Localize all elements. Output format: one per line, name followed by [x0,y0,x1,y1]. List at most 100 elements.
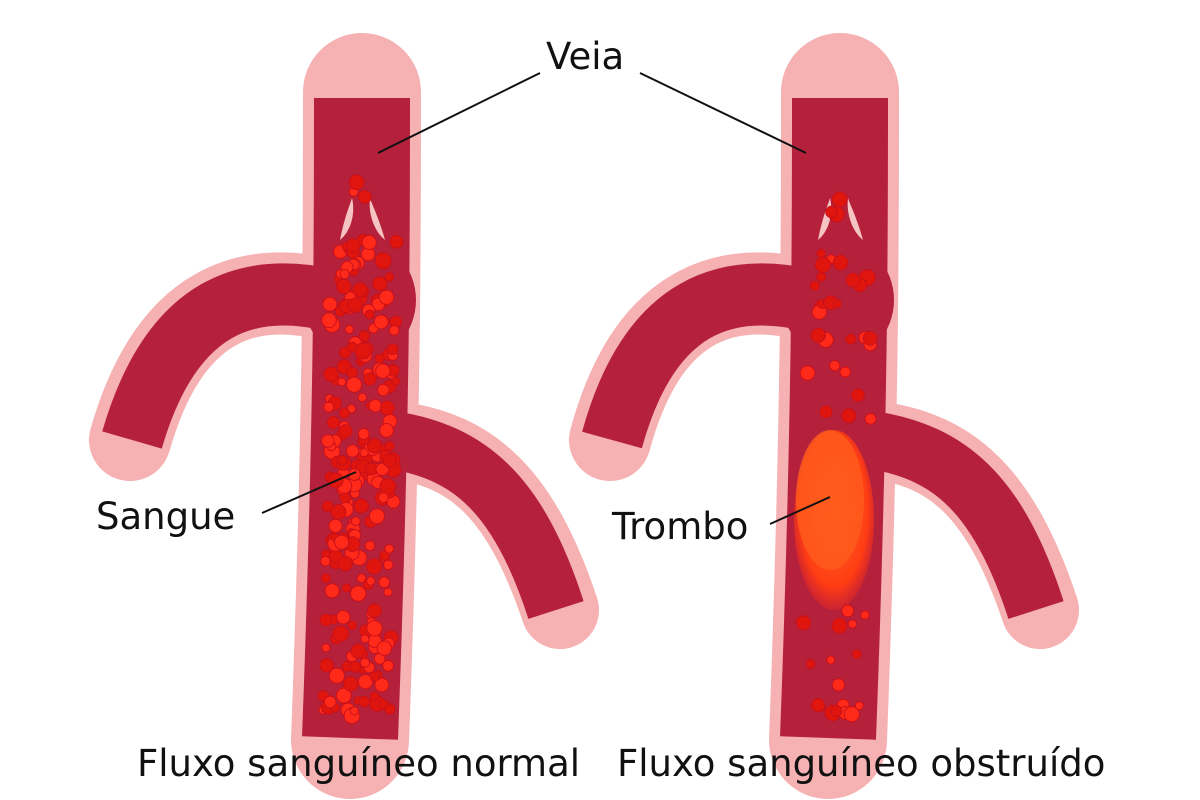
blood-cell [367,603,382,618]
blood-cell [359,448,369,458]
right-branch [866,411,1064,620]
blood-cell [326,415,340,430]
blood-cell [363,372,377,386]
blood-cell [319,613,333,627]
caption-normal-flow: Fluxo sanguíneo normal [137,742,581,785]
blood-cell [367,438,383,454]
blood-cell [809,280,821,291]
blood-cell [832,254,849,271]
vein-obstructed [569,33,1079,799]
blood-cell [350,643,366,659]
blood-cell [330,504,347,520]
blood-cell [321,643,331,653]
blood-cell [336,278,352,295]
blood-cell [364,309,375,320]
blood-cell [337,377,347,387]
blood-cell [382,659,395,672]
blood-cell [338,407,350,419]
blood-cell [805,659,816,669]
blood-cell [864,412,877,425]
blood-cell [357,427,370,440]
blood-cell [795,615,812,631]
blood-cell [378,492,389,504]
label-sangue: Sangue [96,495,236,538]
blood-cell [320,573,331,584]
blood-cell [336,610,351,625]
blood-cell [384,272,395,282]
blood-cell [369,691,380,701]
blood-cell [845,272,861,288]
valve-flap [340,198,354,240]
blood-cell [356,573,367,583]
blood-cell [379,478,397,495]
blood-cell [816,271,827,282]
blood-cell [335,687,352,704]
blood-cell [832,299,842,309]
blood-cell [334,534,350,550]
blood-cell [854,701,864,711]
blood-cell [860,610,870,620]
blood-cell [843,706,860,723]
blood-cell [359,657,371,668]
blood-cell [829,360,841,372]
valve-flap [847,198,863,240]
veia-pointer-right [639,72,807,154]
blood-cells-normal [317,174,404,725]
blood-cell [321,434,335,448]
blood-cell [336,454,348,466]
blood-cell [358,330,371,342]
blood-cell [323,695,337,709]
blood-cell [389,234,404,249]
blood-cell [320,555,331,567]
blood-cell [361,234,377,250]
blood-cell [384,703,396,715]
blood-cell [799,365,816,381]
blood-cell [816,248,826,259]
blood-cell [366,558,383,575]
blood-cell [825,205,838,219]
blood-cell [839,366,852,378]
blood-cell [357,674,374,690]
blood-cell [346,376,363,393]
blood-cell [345,444,360,458]
blood-cell [348,174,365,191]
blood-cell [386,343,399,356]
left-branch [102,263,337,450]
blood-cell [360,634,370,644]
blood-cell [819,405,833,419]
blood-cell [377,383,390,397]
blood-cell [332,625,349,643]
blood-cell [321,312,337,329]
blood-cell [347,620,358,631]
blood-cell [388,325,400,336]
blood-cell [353,498,369,514]
blood-cell [368,508,386,525]
blood-cell [378,576,391,589]
blood-cell [357,392,368,403]
blood-cell [384,441,395,452]
trombo-pointer [769,496,831,525]
blood-cell [358,695,371,708]
blood-cell [358,189,372,204]
blood-cell [337,555,353,572]
blood-cell [378,289,395,305]
blood-cell [379,423,395,438]
blood-cell [851,388,865,403]
label-veia: Veia [546,35,625,78]
left-branch [582,263,815,449]
blood-cell [321,500,334,513]
blood-cell [349,706,359,716]
blood-cell [319,658,334,673]
pointer-lines [261,72,831,525]
blood-cell [831,191,848,208]
blood-cell [324,583,340,599]
blood-cell [810,327,826,343]
blood-cell [349,585,367,602]
right-branch [386,411,584,620]
blood-cell [366,576,376,586]
blood-cell [862,331,878,346]
sangue-pointer [261,471,357,514]
blood-cell [341,583,352,593]
blood-cell [323,401,335,413]
